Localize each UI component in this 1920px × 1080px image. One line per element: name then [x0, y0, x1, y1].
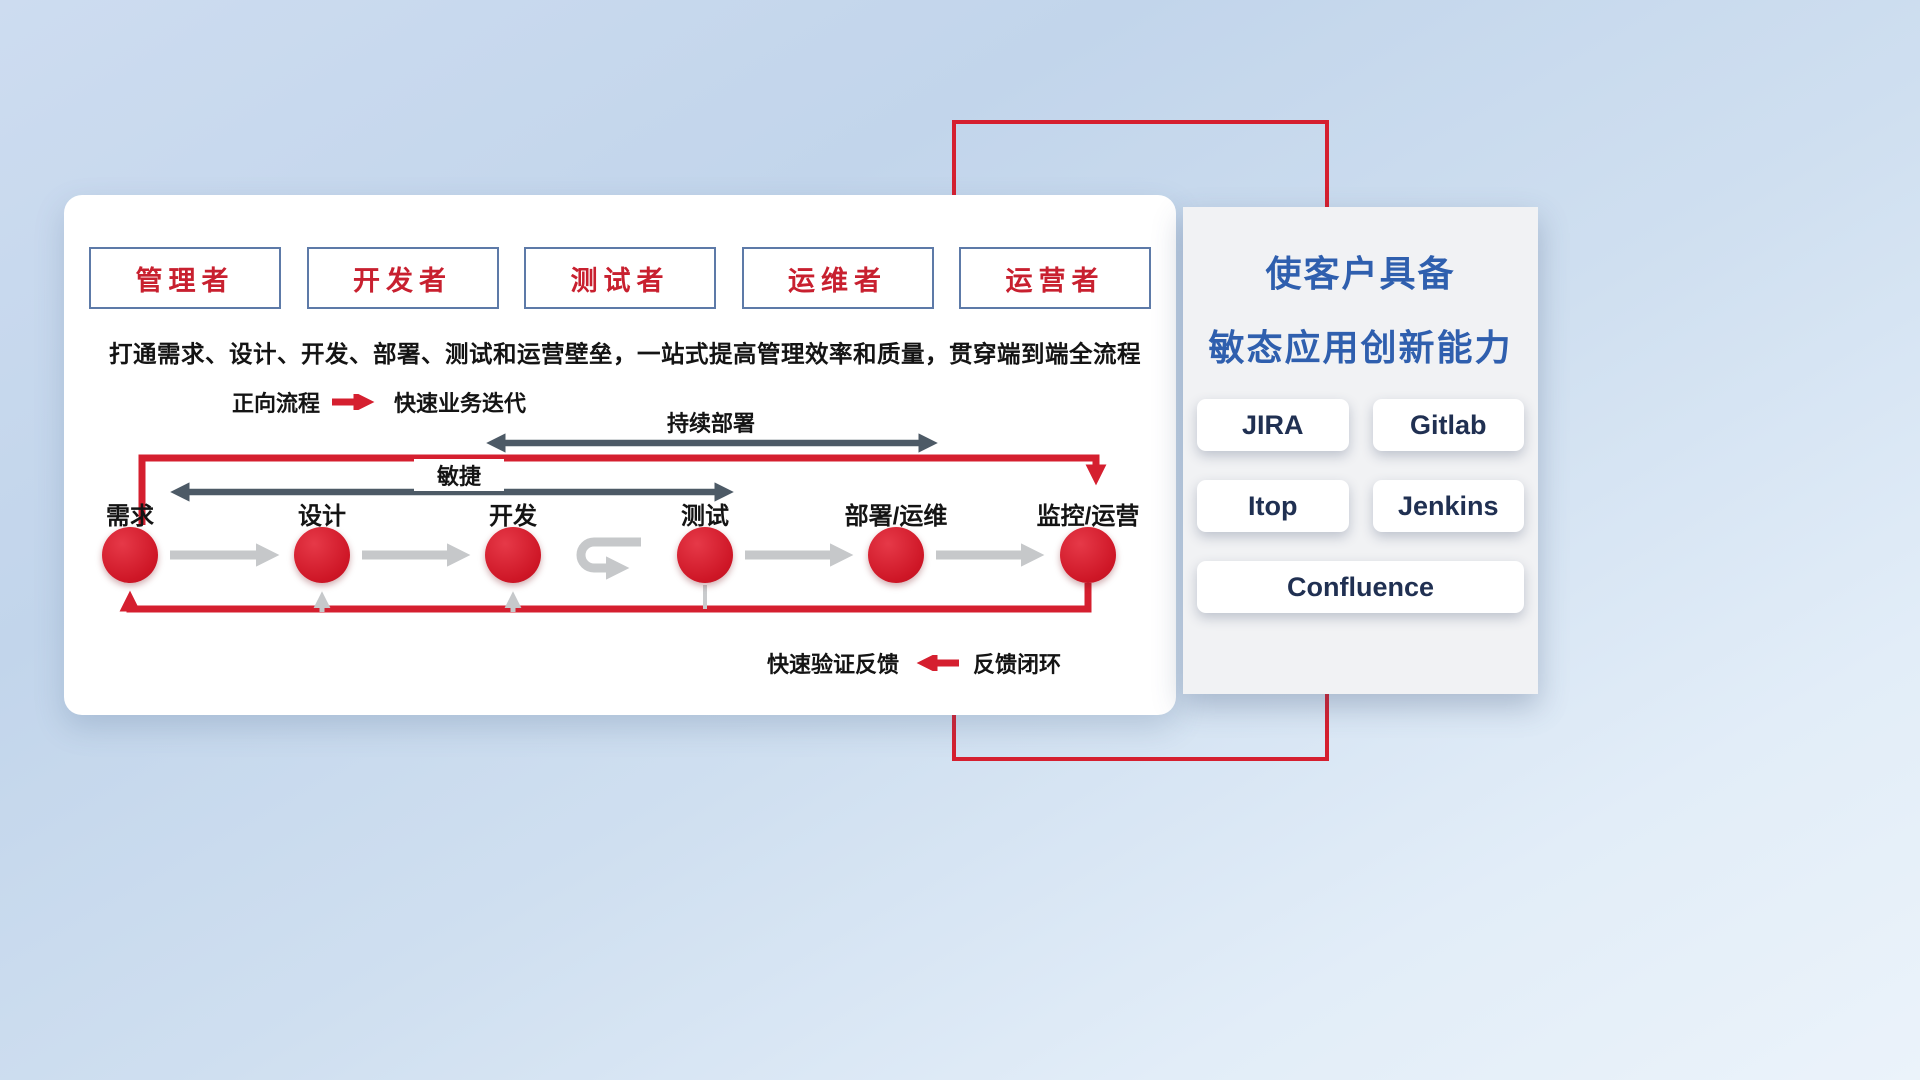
agile-label: 敏捷: [414, 459, 504, 491]
iteration-loop-icon: [576, 537, 641, 580]
panel-title-line1: 使客户具备: [1265, 253, 1456, 294]
stage-circle-development: [485, 527, 541, 583]
forward-arrow-icon: [332, 394, 375, 410]
role-box-developer: 开发者: [306, 247, 499, 309]
feedback-arrow-icon: [916, 655, 960, 671]
role-box-ops: 运维者: [741, 247, 934, 309]
role-box-operator: 运营者: [959, 247, 1151, 309]
stage-label-deploy-ops: 部署/运维: [844, 503, 948, 530]
stage-label-monitor-ops: 监控/运营: [1036, 503, 1140, 530]
feedback-legend: 快速验证反馈 反馈闭环: [767, 647, 1061, 679]
flow-diagram: [119, 433, 1107, 613]
stage-circle-requirements: [102, 527, 158, 583]
role-box-tester: 测试者: [524, 247, 716, 309]
role-label: 管理者: [135, 265, 235, 296]
devops-flow-card: 管理者 开发者 测试者 运维者 运营者 打通需求、设计、开发、部署、测试和运营壁…: [64, 195, 1176, 715]
stage-circle-deploy-ops: [868, 527, 924, 583]
feedback-legend-label: 快速验证反馈: [767, 652, 900, 677]
role-label: 运维者: [788, 265, 887, 296]
panel-title-line2: 敏态应用创新能力: [1208, 327, 1513, 368]
forward-legend-label: 正向流程: [232, 391, 321, 416]
tool-button-jira: JIRA: [1197, 399, 1349, 451]
panel-title: 使客户具备 敏态应用创新能力: [1183, 237, 1538, 385]
continuous-deploy-label: 持续部署: [641, 406, 781, 438]
tool-button-itop: Itop: [1197, 480, 1349, 532]
roles-row: 管理者 开发者 测试者 运维者 运营者: [89, 247, 1151, 309]
capability-panel: 使客户具备 敏态应用创新能力 JIRA Gitlab Itop Jenkins …: [1183, 207, 1538, 694]
role-label: 测试者: [570, 265, 670, 296]
tool-button-gitlab: Gitlab: [1372, 399, 1524, 451]
stage-label-design: 设计: [298, 503, 346, 530]
forward-legend-value: 快速业务迭代: [394, 391, 527, 416]
stage-circle-design: [294, 527, 350, 583]
stage-label-development: 开发: [489, 503, 537, 530]
tools-grid: JIRA Gitlab Itop Jenkins Confluence: [1197, 399, 1524, 613]
stage-label-requirements: 需求: [106, 503, 154, 530]
tool-button-confluence: Confluence: [1197, 561, 1524, 613]
role-label: 运营者: [1005, 265, 1105, 296]
feedback-legend-value: 反馈闭环: [973, 652, 1062, 677]
forward-flow-legend: 正向流程 快速业务迭代: [232, 386, 526, 418]
forward-loop-line: [138, 454, 1107, 525]
stage-circle-testing: [677, 527, 733, 583]
stage-label-testing: 测试: [681, 503, 729, 530]
tool-button-jenkins: Jenkins: [1372, 480, 1524, 532]
stage-circle-monitor-ops: [1060, 527, 1116, 583]
feedback-loop-line: [119, 583, 1092, 613]
role-label: 开发者: [353, 265, 452, 296]
workflow-description: 打通需求、设计、开发、部署、测试和运营壁垒，一站式提高管理效率和质量，贯穿端到端…: [109, 341, 1141, 367]
role-box-manager: 管理者: [89, 247, 281, 309]
